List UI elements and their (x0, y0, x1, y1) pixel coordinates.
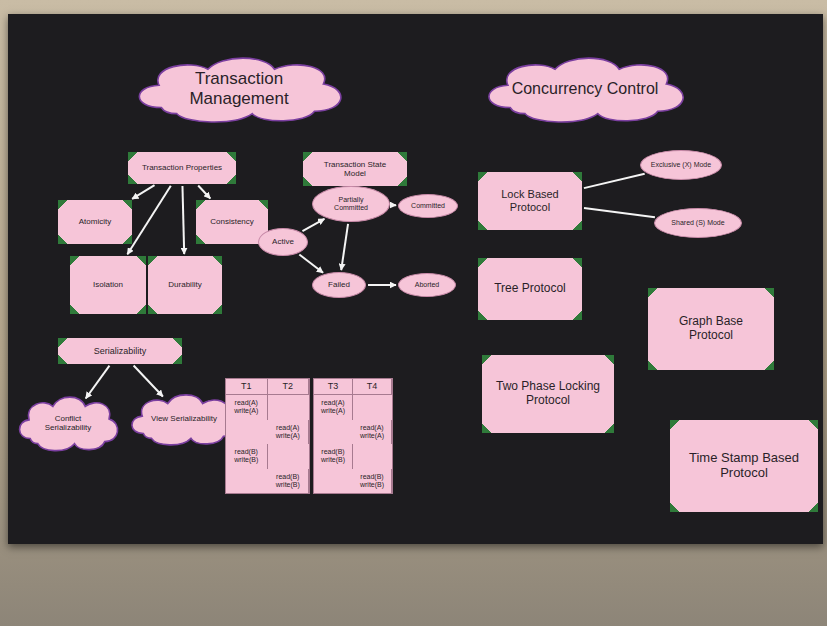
table-header: T3 (314, 379, 353, 395)
node-label: Tree Protocol (494, 282, 566, 296)
arrow-connector (368, 284, 396, 286)
arrow-connector (299, 255, 323, 273)
arrow-connector (392, 204, 396, 206)
table-cell: read(A) write(A) (353, 420, 392, 445)
cloud-node: Conflict Serializability (14, 392, 122, 454)
arrow-connector (182, 186, 184, 254)
table-cell: read(A) write(A) (314, 395, 353, 420)
topic-box: Lock Based Protocol (478, 172, 582, 230)
node-label: Transaction Management (150, 69, 328, 108)
cloud-shape (20, 397, 118, 450)
node-label: Transaction Properties (142, 163, 222, 172)
arrow-connector (132, 185, 154, 199)
node-label: Lock Based Protocol (487, 188, 573, 213)
arrow-connector (127, 186, 170, 255)
state-ellipse: Active (258, 228, 308, 256)
topic-box: Transaction State Model (303, 152, 407, 186)
cloud-node: Transaction Management (128, 52, 350, 126)
cloud-shape (489, 58, 683, 122)
topic-box: Graph Base Protocol (648, 288, 774, 370)
table-cell: read(B) write(B) (226, 444, 268, 469)
schedule-table: T1T2read(A) write(A)read(A) write(A)read… (225, 378, 310, 494)
branch-line (584, 174, 645, 188)
node-label: Serializability (94, 346, 147, 356)
topic-box: Two Phase Locking Protocol (482, 355, 614, 433)
topic-box: Atomicity (58, 200, 132, 244)
node-label: Partially Committed (321, 196, 381, 212)
arrow-connector (134, 365, 163, 396)
table-cell: read(A) write(A) (226, 395, 268, 420)
cloud-shape (132, 395, 237, 445)
node-label: Committed (411, 202, 445, 210)
topic-box: Durability (148, 256, 222, 314)
node-label: Transaction State Model (312, 160, 398, 178)
node-label: Shared (S) Mode (671, 219, 724, 227)
node-label: Failed (328, 280, 350, 289)
arrow-connector (341, 224, 348, 270)
topic-box: Serializability (58, 338, 182, 364)
table-cell: read(B) write(B) (314, 444, 353, 469)
table-header: T4 (353, 379, 392, 395)
node-label: Isolation (93, 280, 123, 289)
topic-box: Consistency (196, 200, 268, 244)
node-label: Exclusive (X) Mode (651, 161, 711, 169)
node-label: Atomicity (79, 217, 111, 226)
topic-box: Isolation (70, 256, 146, 314)
topic-box: Time Stamp Based Protocol (670, 420, 818, 512)
table-header: T1 (226, 379, 268, 395)
state-ellipse: Aborted (398, 273, 456, 297)
arrow-connector (198, 185, 210, 198)
state-ellipse: Exclusive (X) Mode (640, 150, 722, 180)
node-label: Time Stamp Based Protocol (679, 451, 809, 481)
node-label: Consistency (210, 217, 254, 226)
table-header: T2 (268, 379, 310, 395)
state-ellipse: Shared (S) Mode (654, 208, 742, 238)
node-label: View Serializability (151, 414, 217, 423)
topic-box: Tree Protocol (478, 258, 582, 320)
cloud-node: Concurrency Control (478, 52, 692, 126)
state-ellipse: Failed (312, 272, 366, 298)
node-label: Graph Base Protocol (657, 315, 765, 343)
node-label: Concurrency Control (512, 80, 659, 98)
arrow-connector (302, 219, 324, 231)
node-label: Active (272, 237, 294, 246)
node-label: Aborted (415, 281, 440, 289)
schedule-table: T3T4read(A) write(A)read(A) write(A)read… (313, 378, 393, 494)
branch-line (584, 208, 655, 217)
cloud-shape (139, 58, 340, 122)
table-cell: read(B) write(B) (268, 469, 310, 494)
table-cell: read(B) write(B) (353, 469, 392, 494)
node-label: Conflict Serializability (36, 414, 100, 432)
node-label: Durability (168, 280, 201, 289)
node-label: Two Phase Locking Protocol (491, 380, 605, 408)
topic-box: Transaction Properties (128, 152, 236, 184)
table-cell: read(A) write(A) (268, 420, 310, 445)
state-ellipse: Partially Committed (312, 186, 390, 222)
arrow-connector (86, 366, 110, 399)
state-ellipse: Committed (398, 194, 458, 218)
